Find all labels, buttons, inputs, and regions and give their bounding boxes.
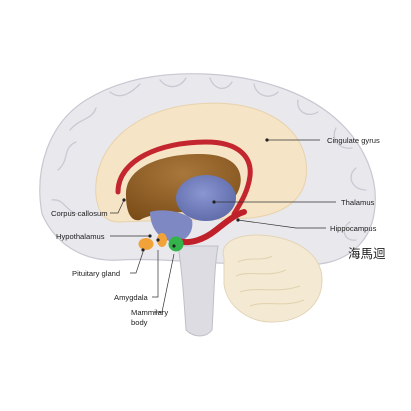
label-pituitary-gland: Pituitary gland xyxy=(72,269,120,278)
thalamus xyxy=(176,175,236,221)
pituitary-gland xyxy=(138,238,154,250)
label-corpus-callosum: Corpus callosum xyxy=(51,209,108,218)
mammillary-body xyxy=(168,236,184,252)
label-hippocampus-cjk: 海馬迴 xyxy=(348,246,386,261)
label-mammillary-body-line2: body xyxy=(131,318,148,327)
label-thalamus: Thalamus xyxy=(341,198,375,207)
leader-lines xyxy=(110,138,336,313)
label-amygdala: Amygdala xyxy=(114,293,149,302)
cerebellum xyxy=(222,234,323,323)
label-hippocampus: Hippocampus xyxy=(330,224,377,233)
brainstem xyxy=(177,245,219,337)
label-mammillary-body-line1: Mammilary xyxy=(131,308,168,317)
label-cingulate-gyrus: Cingulate gyrus xyxy=(327,136,380,145)
amygdala xyxy=(157,233,167,247)
hippocampus xyxy=(173,209,247,246)
gyri-texture xyxy=(51,77,367,241)
corpus-callosum xyxy=(115,139,253,217)
label-hypothalamus: Hypothalamus xyxy=(56,232,105,241)
